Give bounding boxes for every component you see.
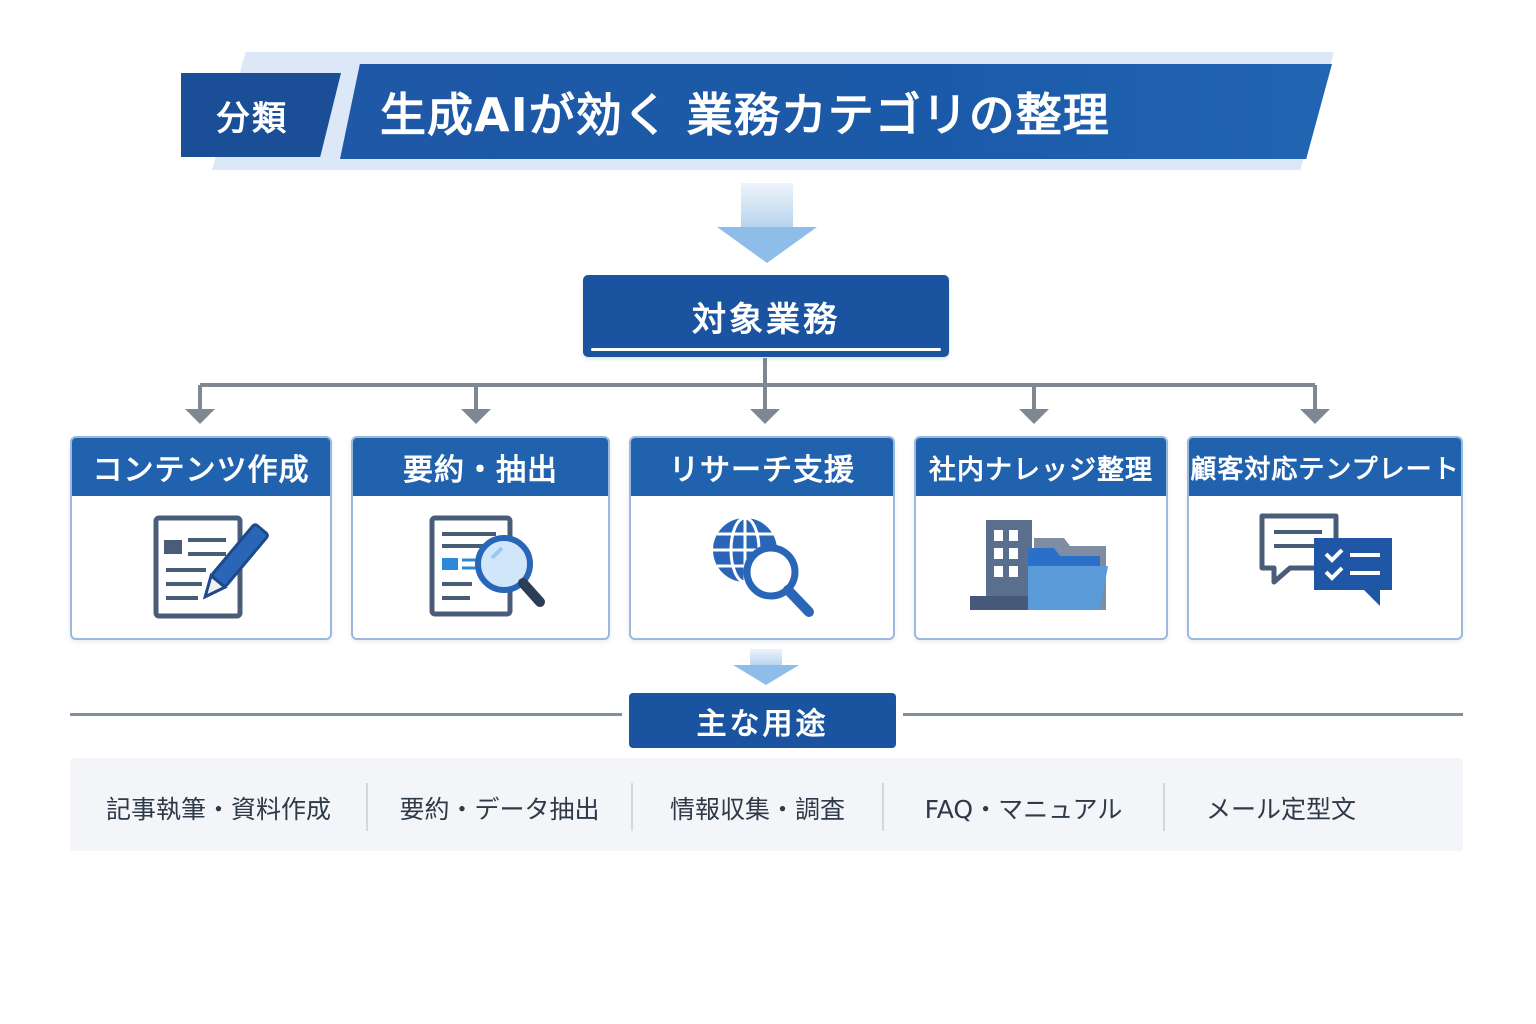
main-uses-bar <box>70 758 1463 851</box>
page-title: 生成AIが効く 業務カテゴリの整理 <box>340 64 1332 159</box>
section-divider-right <box>903 713 1463 716</box>
use-separator <box>366 783 368 831</box>
building-folder-icon <box>970 520 1108 610</box>
use-item: FAQ・マニュアル <box>924 795 1123 824</box>
arrowhead-icon <box>750 409 780 424</box>
header-category-label: 分類 <box>181 73 341 157</box>
category-card-research-support: リサーチ支援 <box>629 436 895 640</box>
document-magnifier-icon <box>429 515 545 617</box>
flow-arrow-down-icon <box>717 183 817 263</box>
use-separator <box>1163 783 1165 831</box>
category-card-content-creation: コンテンツ作成 <box>70 436 332 640</box>
category-title: 社内ナレッジ整理 <box>916 438 1166 496</box>
use-item: 情報収集・調査 <box>669 795 845 824</box>
category-card-internal-knowledge: 社内ナレッジ整理 <box>914 436 1168 640</box>
document-pencil-icon <box>153 515 269 619</box>
arrowhead-icon <box>1019 409 1049 424</box>
branch-connectors <box>185 358 1330 424</box>
category-title: 要約・抽出 <box>353 438 608 496</box>
category-title: 顧客対応テンプレート <box>1189 438 1461 496</box>
target-task-label: 対象業務 <box>692 299 840 340</box>
category-title: リサーチ支援 <box>631 438 893 496</box>
arrowhead-icon <box>461 409 491 424</box>
category-card-customer-templates: 顧客対応テンプレート <box>1187 436 1463 640</box>
section-divider-left <box>70 713 622 716</box>
main-uses-heading: 主な用途 <box>629 693 896 748</box>
use-item: 要約・データ抽出 <box>399 795 600 824</box>
use-item: メール定型文 <box>1205 795 1356 824</box>
category-card-summary-extraction: 要約・抽出 <box>351 436 610 640</box>
use-separator <box>882 783 884 831</box>
target-box-underline <box>591 348 941 351</box>
category-title: コンテンツ作成 <box>72 438 330 496</box>
use-separator <box>631 783 633 831</box>
flow-arrow-down-icon <box>733 649 799 687</box>
target-task-box: 対象業務 <box>583 275 949 357</box>
arrowhead-icon <box>185 409 215 424</box>
chat-checklist-icon <box>1259 513 1392 606</box>
use-item: 記事執筆・資料作成 <box>105 795 331 824</box>
arrowhead-icon <box>1300 409 1330 424</box>
globe-search-icon <box>713 516 814 617</box>
